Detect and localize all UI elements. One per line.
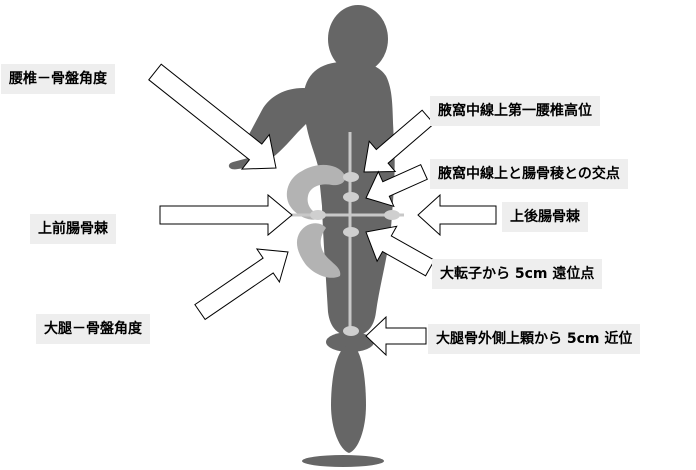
arrow-lumbar-pelvic <box>148 63 277 170</box>
arrow-iliac-crest <box>365 164 428 208</box>
landmark-l1 <box>343 172 359 182</box>
pelvis-shape <box>286 164 346 278</box>
label-thigh-pelvic-angle: 大腿－骨盤角度 <box>36 314 150 344</box>
landmark-points <box>310 172 400 336</box>
label-lumbar-pelvic-angle: 腰椎－骨盤角度 <box>1 64 115 94</box>
arrow-l1 <box>363 109 435 173</box>
label-psis: 上後腸骨棘 <box>502 202 588 232</box>
arrow-asis <box>159 193 293 237</box>
landmark-psis <box>384 210 400 220</box>
lower-leg <box>331 345 366 453</box>
head <box>328 5 388 73</box>
landmark-asis <box>310 210 326 220</box>
landmark-epicondyle <box>343 326 359 336</box>
arrow-thigh-pelvic <box>194 248 289 321</box>
landmark-iliac-crest <box>343 192 359 202</box>
arrow-trochanter <box>365 225 436 277</box>
arrow-psis <box>417 193 497 237</box>
knee <box>326 332 374 352</box>
foot <box>302 455 384 467</box>
label-lateral-epicondyle: 大腿骨外側上顆から 5cm 近位 <box>428 324 641 354</box>
label-greater-trochanter: 大転子から 5cm 遠位点 <box>432 259 603 289</box>
arrow-epicondyle <box>365 315 427 357</box>
label-midaxillary-iliac-crest: 腋窩中線上と腸骨稜との交点 <box>430 159 628 189</box>
landmark-trochanter <box>343 227 359 237</box>
label-asis: 上前腸骨棘 <box>30 214 116 244</box>
label-midaxillary-l1: 腋窩中線上第一腰椎高位 <box>430 96 600 126</box>
